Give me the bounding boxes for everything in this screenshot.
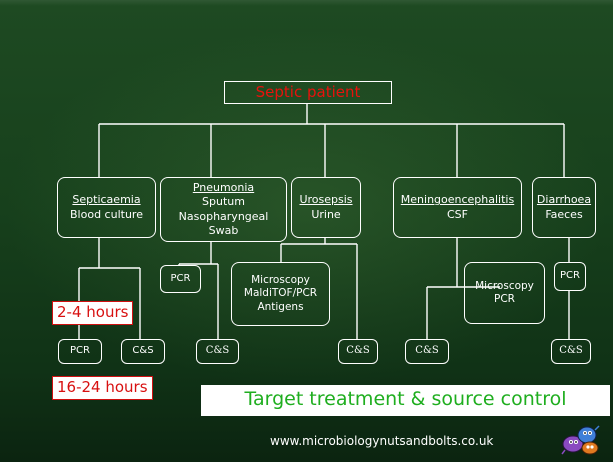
septicaemia-node: Septicaemia Blood culture (57, 177, 156, 238)
septicaemia-title: Septicaemia (72, 193, 141, 207)
pneumonia-node: Pneumonia Sputum Nasopharyngeal Swab (160, 177, 287, 242)
pneumonia-sample-1: Sputum (202, 195, 245, 209)
urosepsis-sample: Urine (311, 207, 341, 221)
diarrhoea-pcr-label: PCR (560, 270, 580, 282)
septicaemia-pcr-node: PCR (58, 339, 102, 364)
diarrhoea-sample: Faeces (545, 207, 583, 221)
urosepsis-microscopy-node: Microscopy MaldiTOF/PCR Antigens (231, 262, 330, 326)
target-treatment-banner: Target treatment & source control (201, 385, 610, 416)
pneumonia-title: Pneumonia (192, 181, 255, 195)
meningo-cs-label: C&S (415, 345, 439, 357)
urosepsis-microscopy-line-2: MaldiTOF/PCR (243, 287, 318, 300)
meningo-microscopy-line-1: Microscopy (475, 279, 534, 292)
septicaemia-sample: Blood culture (70, 207, 143, 221)
pneumonia-sample-3: Swab (208, 223, 239, 237)
septicaemia-pcr-label: PCR (70, 345, 90, 357)
meningo-cs-node: C&S (405, 339, 449, 364)
urosepsis-microscopy-line-3: Antigens (257, 300, 304, 313)
septicaemia-cs-label: C&S (132, 345, 154, 357)
diarrhoea-title: Diarrhoea (536, 193, 592, 207)
meningoencephalitis-title: Meningoencephalitis (400, 193, 515, 207)
pneumonia-sample-2: Nasopharyngeal (178, 209, 269, 223)
meningoencephalitis-node: Meningoencephalitis CSF (393, 177, 522, 238)
pneumonia-pcr-node: PCR (160, 265, 201, 293)
diarrhoea-pcr-node: PCR (554, 262, 586, 291)
time-label-slow: 16-24 hours (52, 376, 153, 400)
cartoon-microbes-logo-icon (561, 425, 600, 455)
diarrhoea-cs-node: C&S (551, 339, 591, 364)
footer-url: www.microbiologynutsandbolts.co.uk (270, 434, 494, 448)
urosepsis-title: Urosepsis (299, 193, 353, 207)
diarrhoea-cs-label: C&S (559, 345, 583, 357)
urosepsis-cs-label: C&S (346, 345, 370, 357)
pneumonia-pcr-label: PCR (170, 272, 191, 284)
septicaemia-cs-node: C&S (121, 339, 165, 364)
meningo-microscopy-line-2: PCR (494, 293, 515, 305)
root-node: Septic patient (224, 81, 392, 104)
urosepsis-cs-node: C&S (338, 339, 378, 364)
urosepsis-microscopy-line-1: Microscopy (251, 273, 310, 286)
meningo-microscopy-node: Microscopy PCR (464, 262, 545, 324)
meningoencephalitis-sample: CSF (447, 207, 468, 221)
time-label-fast: 2-4 hours (52, 301, 134, 325)
diarrhoea-node: Diarrhoea Faeces (532, 177, 596, 238)
pneumonia-cs-label: C&S (205, 345, 230, 357)
pneumonia-cs-node: C&S (196, 339, 239, 364)
urosepsis-node: Urosepsis Urine (291, 177, 361, 238)
